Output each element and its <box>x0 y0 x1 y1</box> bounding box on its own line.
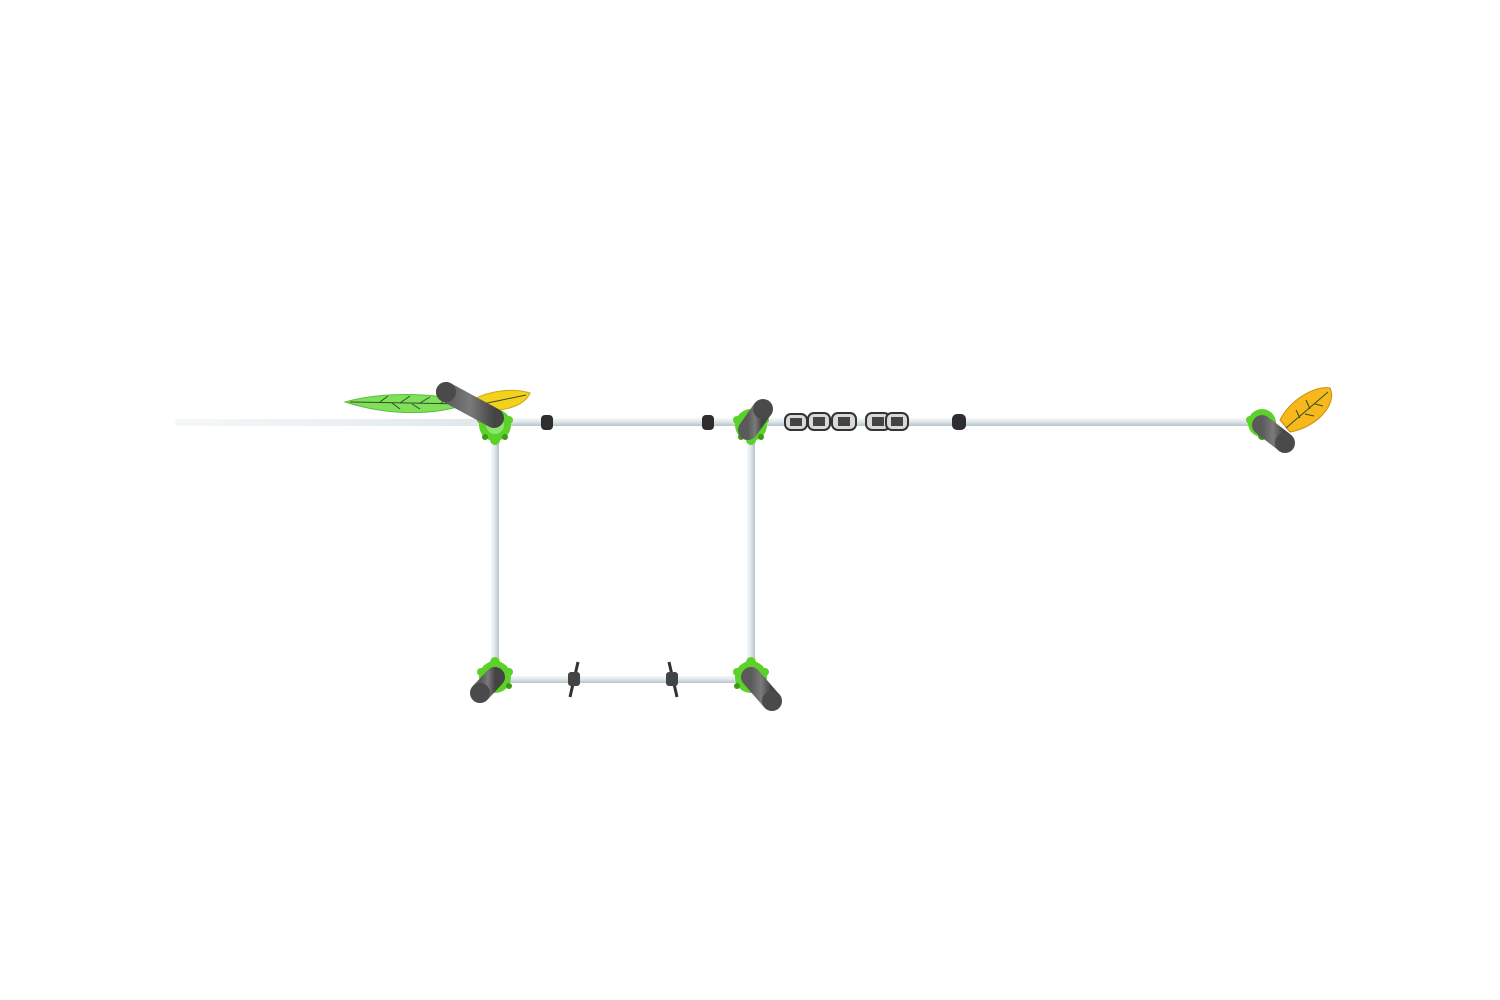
right-vertical-pipe <box>747 435 755 665</box>
cylinder-post-icon <box>470 667 505 703</box>
leaf-icon <box>1279 387 1333 433</box>
grip-handle-icon <box>807 412 831 431</box>
grip-handle-icon <box>885 412 909 431</box>
cylinder-post-icon <box>1252 415 1295 453</box>
clamp-icon <box>702 415 714 430</box>
left-vertical-pipe <box>491 435 499 665</box>
clamp-icon <box>541 415 553 430</box>
cylinder-post-icon <box>436 382 504 428</box>
left-rail-extension <box>175 419 495 426</box>
grip-handle-icon <box>831 412 857 431</box>
cylinder-post-icon <box>741 667 782 711</box>
grip-handle-icon <box>784 413 808 431</box>
clamp-icon <box>666 661 679 698</box>
clamp-icon <box>568 661 580 698</box>
bottom-pipe <box>495 676 753 683</box>
clamp-icon <box>952 414 966 430</box>
top-rail <box>175 418 1260 426</box>
grip-handle-group <box>784 412 909 431</box>
cylinder-post-icon <box>738 399 773 440</box>
